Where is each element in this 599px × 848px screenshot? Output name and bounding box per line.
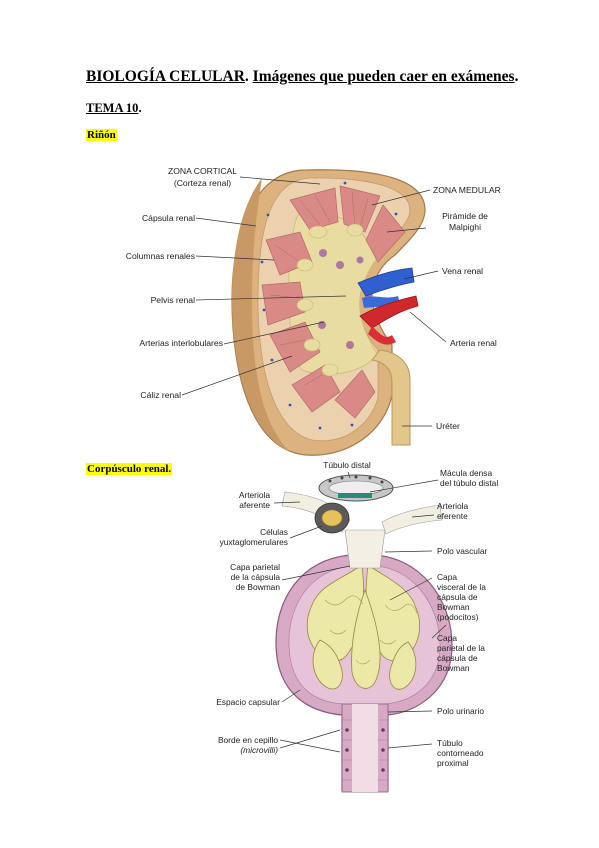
title-end: . [514, 68, 519, 85]
label-parietal-left-3: de Bowman [235, 582, 280, 592]
label-vena-renal: Vena renal [442, 266, 484, 276]
tema-end: . [138, 101, 142, 115]
label-parietal-left-1: Capa parietal [230, 562, 280, 572]
label-arteria-renal: Arteria renal [450, 338, 497, 348]
label-visceral-3: cápsula de [437, 592, 478, 602]
label-parietal-left-2: de la cápsula [230, 572, 280, 582]
label-tubulo-proximal-2: contorneado [437, 748, 484, 758]
label-yuxta-1: Células [260, 527, 288, 537]
document-title: BIOLOGÍA CELULAR. Imágenes que pueden ca… [86, 68, 518, 86]
label-piramide-2: Malpighi [448, 222, 481, 232]
tema-label: TEMA 10 [86, 101, 139, 115]
label-caliz-renal: Cáliz renal [140, 390, 181, 400]
label-arterias-interlobulares: Arterias interlobulares [139, 338, 223, 348]
title-part-1: BIOLOGÍA CELULAR [86, 68, 245, 85]
label-corteza-renal: (Corteza renal) [173, 178, 232, 188]
label-visceral-1: Capa [437, 572, 458, 582]
label-macula-2: del túbulo distal [440, 478, 499, 488]
label-borde-cepillo: Borde en cepillo [217, 735, 278, 745]
label-visceral-4: Bowman [437, 602, 470, 612]
label-tubulo-proximal-1: Túbulo [437, 738, 463, 748]
label-polo-urinario: Polo urinario [437, 706, 485, 716]
label-espacio-capsular: Espacio capsular [216, 697, 280, 707]
label-tubulo-distal: Túbulo distal [323, 460, 371, 470]
label-tubulo-proximal-3: proximal [437, 758, 469, 768]
label-zona-medular: ZONA MEDULAR [433, 185, 501, 195]
label-parietal-right-4: Bowman [437, 663, 470, 673]
label-macula-1: Mácula densa [440, 468, 493, 478]
label-eferente-1: Arteriola [437, 501, 469, 511]
label-piramide-1: Pirámide de [442, 211, 488, 221]
label-parietal-right-1: Capa [437, 633, 458, 643]
label-aferente-2: aferente [239, 500, 270, 510]
label-columnas-renales: Columnas renales [125, 251, 195, 261]
tema-heading: TEMA 10. [86, 101, 142, 116]
label-microvilli: (microvilli) [240, 745, 278, 755]
label-aferente-1: Arteriola [238, 490, 270, 500]
label-eferente-2: eferente [437, 511, 468, 521]
label-zona-cortical: ZONA CORTICAL [167, 166, 238, 176]
label-polo-vascular: Polo vascular [437, 546, 488, 556]
label-capsula-renal: Cápsula renal [141, 213, 195, 223]
label-visceral-5: (podocitos) [437, 612, 479, 622]
section-corpusculo: Corpúsculo renal. [86, 463, 173, 475]
label-ureter: Uréter [436, 421, 460, 431]
section-rinon: Riñón [86, 129, 117, 141]
label-pelvis-renal: Pelvis renal [150, 295, 195, 305]
title-part-2: Imágenes que pueden caer en exámenes [252, 68, 515, 85]
label-parietal-right-2: parietal de la [437, 643, 485, 653]
title-separator: . [244, 68, 253, 85]
label-visceral-2: visceral de la [437, 582, 486, 592]
label-yuxta-2: yuxtaglomerulares [219, 537, 288, 547]
label-parietal-right-3: cápsula de [437, 653, 478, 663]
